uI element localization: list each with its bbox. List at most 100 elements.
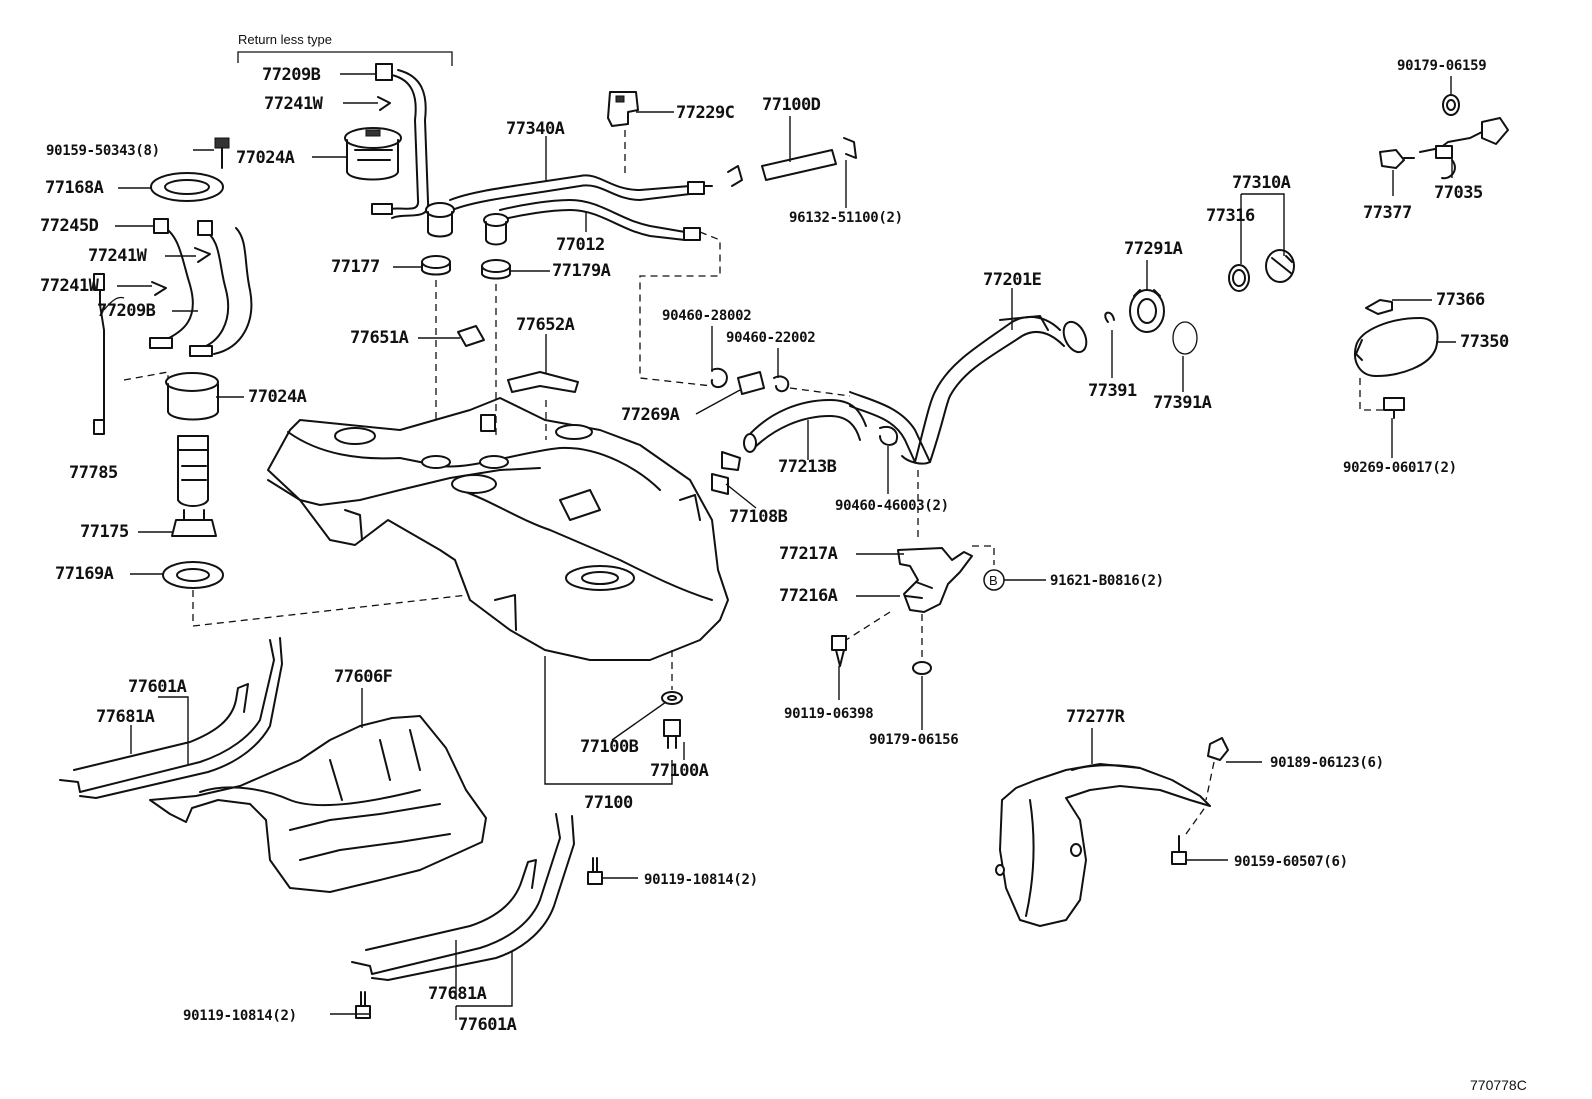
gasket-77169a (162, 561, 224, 589)
tank-strap-77601a-low (351, 813, 575, 981)
dash-vent-loop (639, 231, 721, 387)
label-77175: 77175 (80, 522, 129, 542)
label-90119-06398: 90119-06398 (784, 706, 873, 722)
label-77241w-top: 77241W (264, 94, 324, 114)
gasket-77168a (150, 172, 224, 202)
hose-77269a (737, 371, 765, 395)
label-90460-28002: 90460-28002 (662, 308, 751, 324)
label-77229c: 77229C (676, 103, 734, 123)
bracket-77217a-77216a (897, 547, 973, 613)
label-77217a: 77217A (779, 544, 838, 564)
wire-harness-77785 (93, 273, 125, 435)
clip-90189-06123 (1207, 737, 1229, 761)
label-77340a: 77340A (506, 119, 565, 139)
clip-96132-51100 (843, 137, 857, 159)
label-77391: 77391 (1088, 381, 1137, 401)
bracket-77652a (507, 371, 579, 393)
clip-77241w-top (377, 96, 391, 111)
screw-90159-60507 (1171, 835, 1187, 865)
label-77100b: 77100B (580, 737, 639, 757)
pad-77651a (457, 325, 485, 347)
dash-90189 (1205, 761, 1215, 801)
label-77681a-low: 77681A (428, 984, 487, 1004)
gasket-77100b (661, 691, 683, 705)
label-77201e: 77201E (983, 270, 1042, 290)
hinge-77366 (1365, 299, 1393, 315)
clamp-90460-22002 (773, 375, 790, 393)
dash-clamp-to-filler (789, 387, 851, 397)
label-77366: 77366 (1436, 290, 1485, 310)
cap-ring-77316 (1228, 264, 1250, 292)
dash-fuel-lid (1359, 378, 1384, 411)
label-77177: 77177 (331, 257, 380, 277)
label-91621-b0816: 91621-B0816(2) (1050, 573, 1164, 589)
label-90159-50343: 90159-50343(8) (46, 143, 160, 159)
label-77216a: 77216A (779, 586, 838, 606)
label-90159-60507: 90159-60507(6) (1234, 854, 1348, 870)
clip-77241w-low (151, 281, 167, 296)
label-77168a: 77168A (45, 178, 104, 198)
label-90119-10814-low: 90119-10814(2) (183, 1008, 297, 1024)
label-77024a-low: 77024A (248, 387, 307, 407)
diagram-id: 770778C (1470, 1077, 1527, 1093)
grommet-90179-06156 (912, 661, 932, 675)
filler-pipe-77201e (849, 315, 1088, 465)
hose-77213b (743, 399, 867, 453)
screw-90269-06017 (1383, 397, 1405, 419)
label-77169a: 77169A (55, 564, 114, 584)
label-77241w-mid: 77241W (88, 246, 148, 266)
grommet-77179a (481, 259, 511, 280)
vent-tube-77012 (499, 199, 701, 241)
vent-tube-77340a (449, 174, 713, 211)
label-90460-46003: 90460-46003(2) (835, 498, 949, 514)
label-77024a-top: 77024A (236, 148, 295, 168)
label-77377: 77377 (1363, 203, 1412, 223)
bolt-90119-06398 (831, 635, 847, 667)
label-96132-51100: 96132-51100(2) (789, 210, 903, 226)
label-77310a: 77310A (1232, 173, 1291, 193)
heat-insulator-77606f (149, 715, 487, 893)
clamp-90460-46003 (879, 426, 898, 446)
callout-b-circle (983, 569, 1005, 591)
label-77277r: 77277R (1066, 707, 1126, 727)
label-77269a: 77269A (621, 405, 680, 425)
vent-valve-left (425, 202, 455, 238)
label-90460-22002: 90460-22002 (726, 330, 815, 346)
label-77213b: 77213B (778, 457, 837, 477)
clip-left-77100d (727, 165, 743, 187)
label-90179-06159: 90179-06159 (1397, 58, 1486, 74)
label-90269-06017: 90269-06017(2) (1343, 460, 1457, 476)
label-77601a-low: 77601A (458, 1015, 517, 1035)
label-77100d: 77100D (762, 95, 821, 115)
drain-plug-77100a (663, 719, 681, 749)
tank-strap-77601a-top (59, 637, 283, 799)
fuel-cap-77310a (1265, 249, 1295, 283)
label-77652a: 77652A (516, 315, 575, 335)
fuel-tank-body (267, 397, 729, 661)
gasket-77391a (1172, 321, 1198, 355)
lid-opener-77035 (1419, 117, 1509, 180)
leader-lines (115, 73, 1456, 1020)
grommet-90179-06159 (1442, 94, 1460, 116)
label-90189-06123: 90189-06123(6) (1270, 755, 1384, 771)
label-77391a: 77391A (1153, 393, 1212, 413)
tank-fittings (421, 414, 509, 469)
label-77100a: 77100A (650, 761, 709, 781)
label-77606f: 77606F (334, 667, 393, 687)
fuel-pump-module-77024a-low (165, 372, 219, 507)
label-77651a: 77651A (350, 328, 409, 348)
fuel-sender-gauge-77024a-top (344, 127, 402, 181)
gasket-77391 (1104, 311, 1115, 323)
label-77245d: 77245D (40, 216, 99, 236)
label-77209b-top: 77209B (262, 65, 321, 85)
return-less-type-note: Return less type (238, 32, 332, 47)
callout-b-letter: B (989, 573, 998, 588)
label-77035: 77035 (1434, 183, 1483, 203)
label-77601a-top: 77601A (128, 677, 187, 697)
label-77291a: 77291A (1124, 239, 1183, 259)
clamp-90460-28002 (710, 367, 728, 388)
clamp-77108b (711, 451, 741, 495)
clamp-77229c (607, 91, 639, 127)
label-90119-10814-mid: 90119-10814(2) (644, 872, 758, 888)
